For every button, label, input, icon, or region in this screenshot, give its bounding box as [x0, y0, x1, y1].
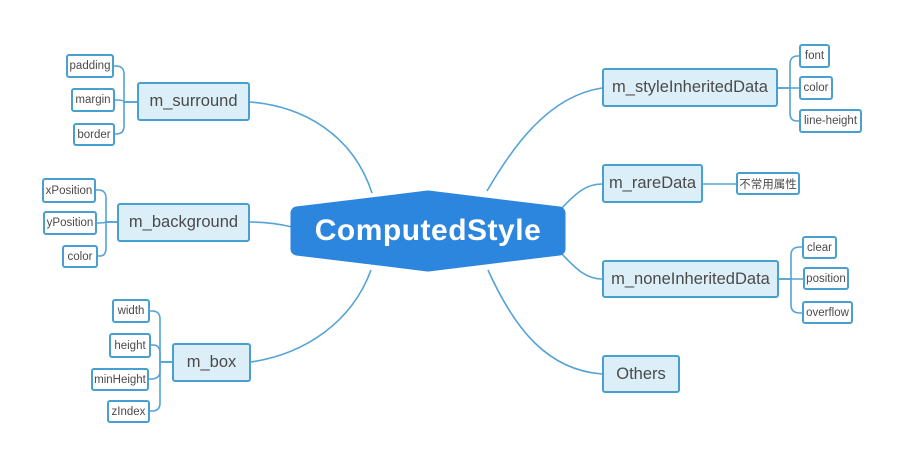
edge-m-surround-padding: [114, 65, 137, 103]
edge-root-to-m-background: [249, 221, 293, 228]
edge-m-noneinheriteddata-clear: [779, 246, 802, 280]
node-xposition[interactable]: xPosition: [42, 178, 96, 203]
node-font[interactable]: font: [799, 44, 830, 68]
node-m-box[interactable]: m_box: [172, 343, 251, 382]
node-color-right[interactable]: color: [799, 76, 833, 100]
node-width[interactable]: width: [112, 299, 150, 323]
edge-m-background-color: [98, 221, 117, 257]
node-others[interactable]: Others: [602, 355, 680, 393]
edge-m-box-zindex: [150, 361, 172, 412]
edge-root-to-m-styleinheriteddata: [486, 87, 603, 192]
edge-root-to-m-box: [250, 269, 372, 363]
node-yposition[interactable]: yPosition: [43, 211, 97, 235]
root-node-shape[interactable]: [290, 190, 566, 272]
node-m-noneinheriteddata[interactable]: m_noneInheritedData: [602, 260, 779, 298]
node-border[interactable]: border: [73, 123, 115, 146]
node-m-raredata[interactable]: m_rareData: [602, 164, 703, 203]
node-margin[interactable]: margin: [71, 88, 115, 112]
edge-m-background-xposition: [96, 189, 117, 223]
node-computedstyle-root[interactable]: ComputedStyle: [314, 214, 542, 247]
node-rare-attributes[interactable]: 不常用属性: [736, 172, 800, 195]
node-clear[interactable]: clear: [802, 236, 837, 259]
edge-root-to-others: [487, 269, 603, 375]
node-overflow[interactable]: overflow: [802, 301, 853, 324]
node-padding[interactable]: padding: [66, 54, 114, 78]
node-m-styleinheriteddata[interactable]: m_styleInheritedData: [602, 68, 778, 107]
edge-m-box-height: [151, 344, 172, 363]
node-height[interactable]: height: [109, 333, 151, 358]
node-line-height[interactable]: line-height: [799, 109, 862, 133]
node-color-left[interactable]: color: [62, 245, 98, 268]
edge-root-to-m-noneinheriteddata: [560, 252, 603, 280]
edge-m-noneinheriteddata-overflow: [779, 278, 802, 314]
node-minheight[interactable]: minHeight: [91, 368, 149, 391]
node-m-surround[interactable]: m_surround: [137, 82, 250, 121]
edge-m-box-width: [150, 310, 172, 363]
edge-m-styleinheriteddata-lineheight: [778, 87, 799, 122]
node-zindex[interactable]: zIndex: [107, 400, 150, 423]
edge-root-to-m-surround: [249, 101, 373, 194]
edge-m-styleinheriteddata-font: [778, 55, 800, 89]
edge-root-to-m-raredata: [560, 183, 603, 210]
edge-m-surround-border: [114, 101, 137, 135]
node-m-background[interactable]: m_background: [117, 203, 250, 242]
node-position[interactable]: position: [803, 267, 849, 290]
